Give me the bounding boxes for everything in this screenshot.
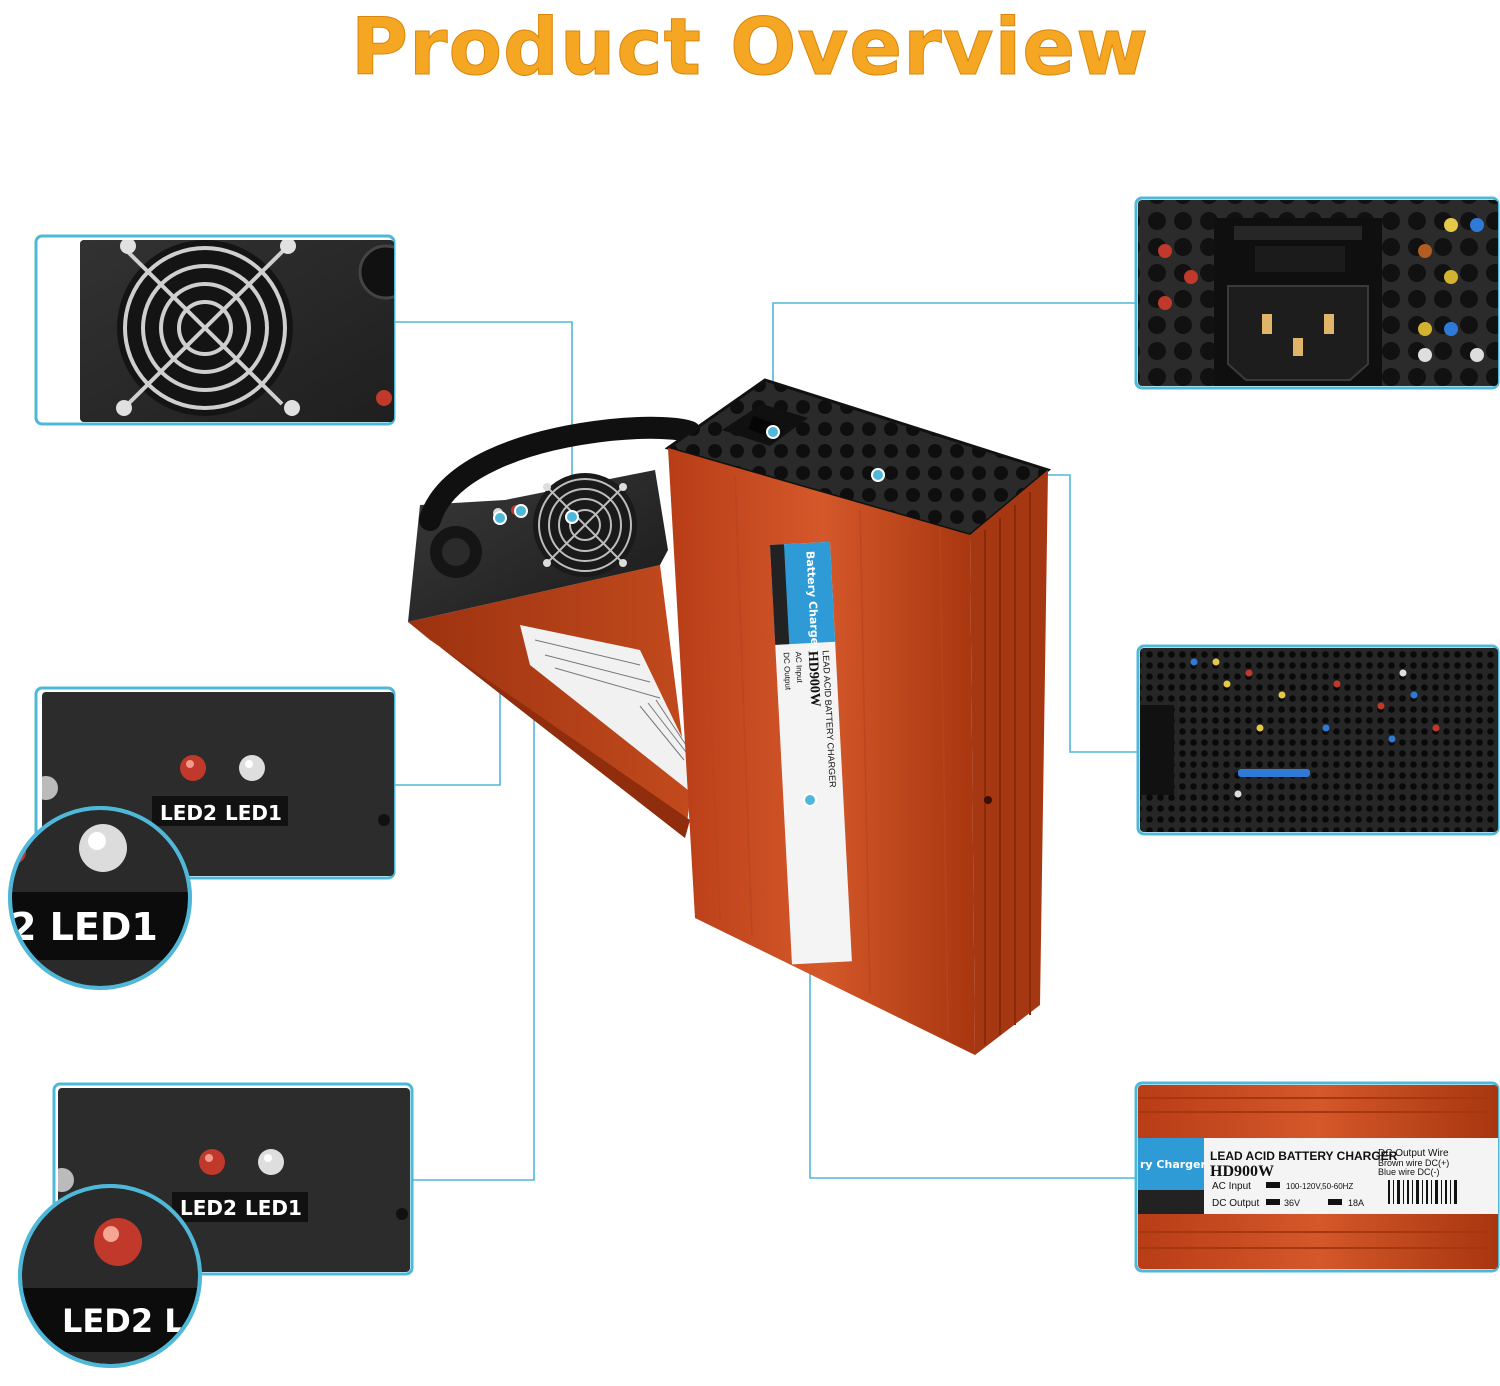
led1-zoom-light-icon [79,824,127,872]
vent-socket-edge-icon [1140,705,1174,795]
page-title: Product Overview [350,3,1150,94]
label-brand: ry Charger [1140,1158,1207,1171]
fan-grill-icon [116,240,300,416]
front-label-dc: DC Output [782,652,793,691]
label-dc-current: 18A [1348,1198,1364,1208]
fan-icon [533,473,637,577]
led1-light-icon [239,755,265,781]
led-panel-2-callout-line [410,520,535,1181]
front-label-brand: Battery Charger [803,551,821,652]
label-model: HD900W [1210,1163,1274,1180]
front-label-model: HD900W [805,651,823,708]
label-ac-value: 100-120V,50-60HZ [1286,1182,1353,1191]
led-panel-1: LED2 LED1 2 LED1 [8,686,396,990]
rear-sticker [520,625,688,790]
charger-rear-body [408,565,690,838]
front-product-label: Battery Charger LEAD ACID BATTERY CHARGE… [770,541,852,965]
label-dc-output: DC Output [1212,1198,1259,1209]
label-wire-blue: Blue wire DC(-) [1378,1167,1440,1177]
socket-callout-panel [1134,196,1500,390]
front-label-ac: AC Input [794,651,805,683]
led-panel-2-zoom-text: LED2 L [62,1302,185,1340]
led-panel-1-zoom-text: 2 LED1 [10,905,158,949]
label-callout-panel: ry Charger LEAD ACID BATTERY CHARGER HD9… [1134,1081,1500,1273]
vent-callout-panel [1136,644,1500,836]
label-dc-voltage: 36V [1284,1198,1300,1208]
label-line1: LEAD ACID BATTERY CHARGER [1210,1149,1398,1163]
fan-callout-line [394,321,573,517]
label-ac-input: AC Input [1212,1181,1251,1192]
label-wire-title: DC Output Wire [1378,1148,1449,1159]
charger-product: Battery Charger LEAD ACID BATTERY CHARGE… [408,378,1052,1055]
led1-light-icon [258,1149,284,1175]
led-panel-1-zoom: 2 LED1 [8,806,192,990]
carry-handle [419,416,701,531]
led2-zoom-light-icon [94,1218,142,1266]
led-panel-1-led1: LED1 [225,801,282,825]
led-panel-2: LED2 LED1 LED2 L [18,1082,414,1368]
label-dot [803,793,817,807]
led1-dot [493,511,507,525]
barcode-icon [1388,1180,1457,1204]
led2-light-icon [199,1149,225,1175]
socket-dot [766,425,780,439]
led2-dot [514,504,528,518]
charger-side-face [970,470,1048,1055]
led-panel-2-led1: LED1 [245,1196,302,1220]
led-panel-2-led2: LED2 [180,1196,237,1220]
led2-light-icon [180,755,206,781]
fan-dot [565,510,579,524]
vent-dot [871,468,885,482]
led-panel-1-led2: LED2 [160,801,217,825]
callout-dots [493,425,885,807]
led-panel-2-zoom: LED2 L [18,1184,202,1368]
label-wire-brown: Brown wire DC(+) [1378,1158,1449,1168]
fan-callout-panel [34,234,396,426]
